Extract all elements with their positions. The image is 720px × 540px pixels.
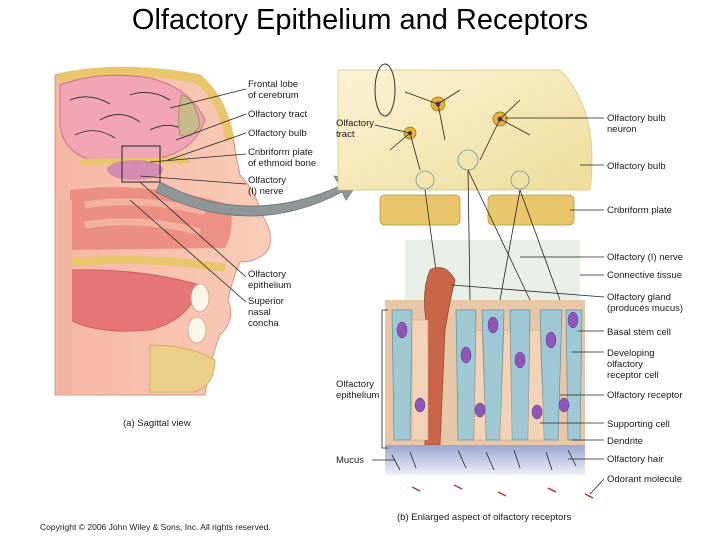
enlarged-label-10: Dendrite	[607, 436, 643, 447]
enlarged-label-1: Olfactory bulb	[607, 161, 666, 172]
enlarged-label-5: Olfactory gland(produces mucus)	[607, 292, 683, 314]
enlarged-label-2: Cribriform plate	[607, 205, 672, 216]
zoom-arrow	[155, 175, 361, 217]
epithelium-bracket	[381, 309, 388, 449]
enlarged-label-11: Olfactory hair	[607, 454, 664, 465]
enlarged-label-12: Odorant molecule	[607, 474, 682, 485]
mucus-label: Mucus	[336, 455, 364, 466]
sagittal-leader-lines	[129, 88, 247, 303]
page-title: Olfactory Epithelium and Receptors	[131, 4, 589, 36]
sagittal-label-4: Olfactory(I) nerve	[248, 175, 286, 197]
enlarged-label-6: Basal stem cell	[607, 327, 671, 338]
sagittal-label-1: Olfactory tract	[248, 109, 307, 120]
enlarged-leader-lines	[451, 117, 605, 495]
enlarged-label-9: Supporting cell	[607, 419, 670, 430]
sagittal-caption: (a) Sagittal view	[123, 418, 191, 429]
copyright-text: Copyright © 2006 John Wiley & Sons, Inc.…	[40, 522, 271, 532]
enlarged-caption: (b) Enlarged aspect of olfactory recepto…	[397, 512, 572, 523]
enlarged-label-3: Olfactory (I) nerve	[607, 252, 683, 263]
enlarged-label-8: Olfactory receptor	[607, 390, 683, 401]
enlarged-label-4: Connective tissue	[607, 270, 682, 281]
sagittal-label-2: Olfactory bulb	[248, 128, 307, 139]
enlarged-view-illustration	[337, 63, 594, 499]
